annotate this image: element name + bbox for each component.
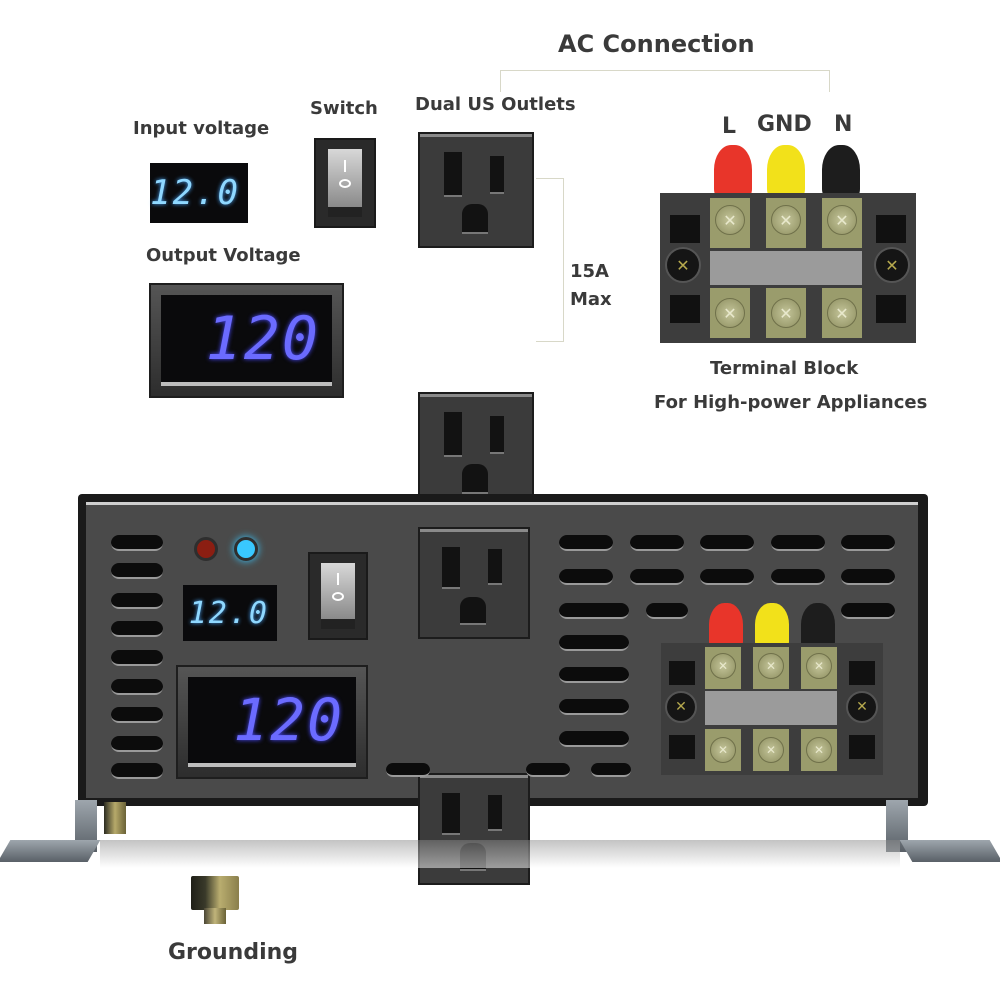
input-voltage-label: Input voltage	[133, 118, 270, 139]
ac-connection-bracket	[500, 70, 830, 92]
input-voltage-display: 12.0	[150, 163, 248, 223]
panel-input-voltage-display: 12.0	[183, 585, 277, 641]
panel-outlet-bottom[interactable]	[418, 773, 530, 885]
mount-screw-icon: ✕	[665, 247, 701, 283]
right-mounting-flange	[899, 840, 1000, 862]
panel-output-voltage-reading: 120	[233, 686, 344, 754]
left-mounting-flange	[0, 840, 101, 862]
rocker-switch-icon	[327, 149, 363, 217]
live-wire-cap-icon	[714, 145, 752, 200]
fault-indicator-led	[194, 537, 218, 561]
output-voltage-display: 120	[149, 283, 344, 398]
terminal-l-label: L	[722, 114, 737, 139]
max-current-suffix: Max	[570, 289, 612, 310]
ground-wire-cap-icon	[767, 145, 805, 200]
dual-us-outlets-label: Dual US Outlets	[415, 94, 576, 115]
mount-screw-icon: ✕	[874, 247, 910, 283]
panel-outlet-top[interactable]	[418, 527, 530, 639]
terminal-n-label: N	[834, 112, 853, 137]
terminal-block-sublabel: For High-power Appliances	[654, 392, 928, 413]
max-current-value: 15A	[570, 261, 609, 282]
panel-output-voltage-display: 120	[176, 665, 368, 779]
terminal-block-callout: ✕ ✕ ✕ ✕ ✕ ✕ ✕ ✕	[660, 193, 916, 343]
output-voltage-label: Output Voltage	[146, 245, 301, 266]
outlets-bracket	[536, 178, 564, 342]
power-switch-callout	[314, 138, 376, 228]
max-current-label: 15A Max	[570, 258, 612, 314]
ac-connection-label: AC Connection	[558, 30, 755, 58]
terminal-block-label: Terminal Block	[710, 358, 859, 379]
grounding-stud-icon	[191, 876, 239, 910]
right-mounting-bracket	[886, 800, 908, 852]
us-outlet-icon-top	[418, 132, 534, 248]
ground-shadow	[100, 840, 900, 868]
power-indicator-led	[234, 537, 258, 561]
panel-power-switch[interactable]	[308, 552, 368, 640]
inverter-front-panel: 12.0 120	[78, 494, 928, 885]
grounding-label: Grounding	[168, 940, 299, 965]
neutral-wire-cap-icon	[822, 145, 860, 200]
rocker-switch-icon	[321, 563, 355, 629]
us-outlet-icon-bottom	[418, 392, 534, 508]
terminal-gnd-label: GND	[757, 112, 812, 137]
input-voltage-reading: 12.0	[150, 173, 240, 213]
grounding-stud-thread-icon	[204, 908, 226, 924]
left-mounting-bracket	[75, 800, 97, 852]
panel-terminal-block[interactable]: ✕ ✕ ✕ ✕ ✕ ✕ ✕ ✕	[661, 643, 883, 775]
panel-grounding-stud[interactable]	[104, 802, 126, 834]
switch-label: Switch	[310, 98, 378, 119]
output-voltage-reading: 120	[205, 303, 320, 374]
panel-input-voltage-reading: 12.0	[188, 595, 269, 631]
